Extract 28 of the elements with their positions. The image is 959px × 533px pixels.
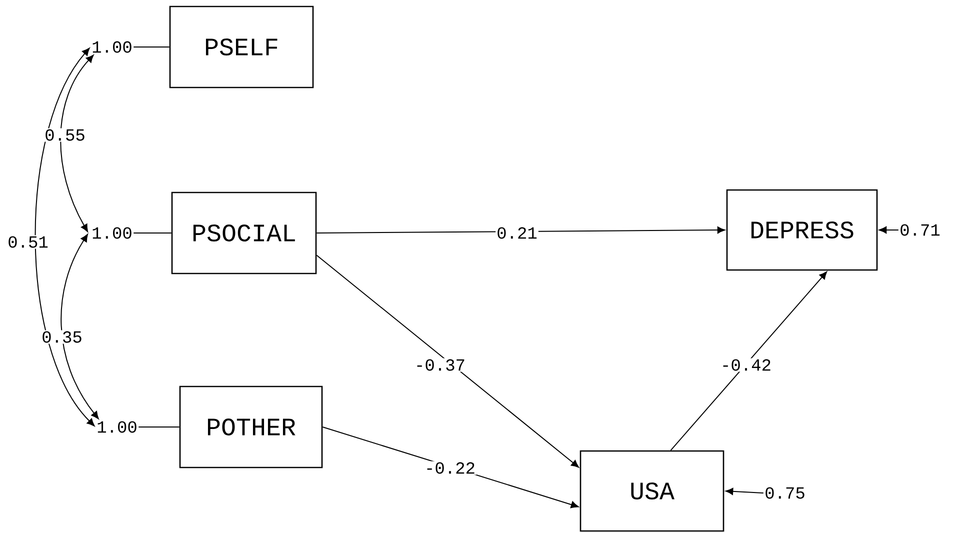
edge-label: 0.55 (44, 128, 86, 142)
error-value: 0.75 (766, 487, 804, 499)
variable-box: PSOCIAL (171, 192, 317, 274)
edge-label: -0.42 (720, 358, 772, 372)
curved-arrow (34, 48, 95, 426)
variable-box: USA (580, 450, 724, 532)
edge-label: -0.37 (414, 358, 466, 372)
line (138, 426, 180, 428)
edge-label: 0.21 (496, 226, 538, 240)
curved-arrow (60, 234, 99, 420)
arrow (725, 488, 764, 495)
arrow (878, 226, 899, 234)
edge-label: 0.51 (6, 235, 50, 249)
edge-label: -0.22 (424, 461, 476, 475)
variable-box: DEPRESS (726, 189, 878, 271)
error-value: 0.71 (900, 224, 940, 236)
variance-value: 1.00 (92, 227, 132, 239)
edge-label: 0.35 (40, 330, 84, 344)
arrow (316, 226, 726, 234)
variance-value: 1.00 (92, 41, 132, 53)
variable-box: PSELF (169, 6, 314, 88)
variable-box: POTHER (179, 386, 323, 468)
arrow (670, 271, 828, 451)
curved-arrow (60, 54, 94, 232)
arrow (316, 254, 579, 468)
line (133, 46, 170, 48)
line (133, 232, 172, 234)
variance-value: 1.00 (98, 421, 136, 433)
